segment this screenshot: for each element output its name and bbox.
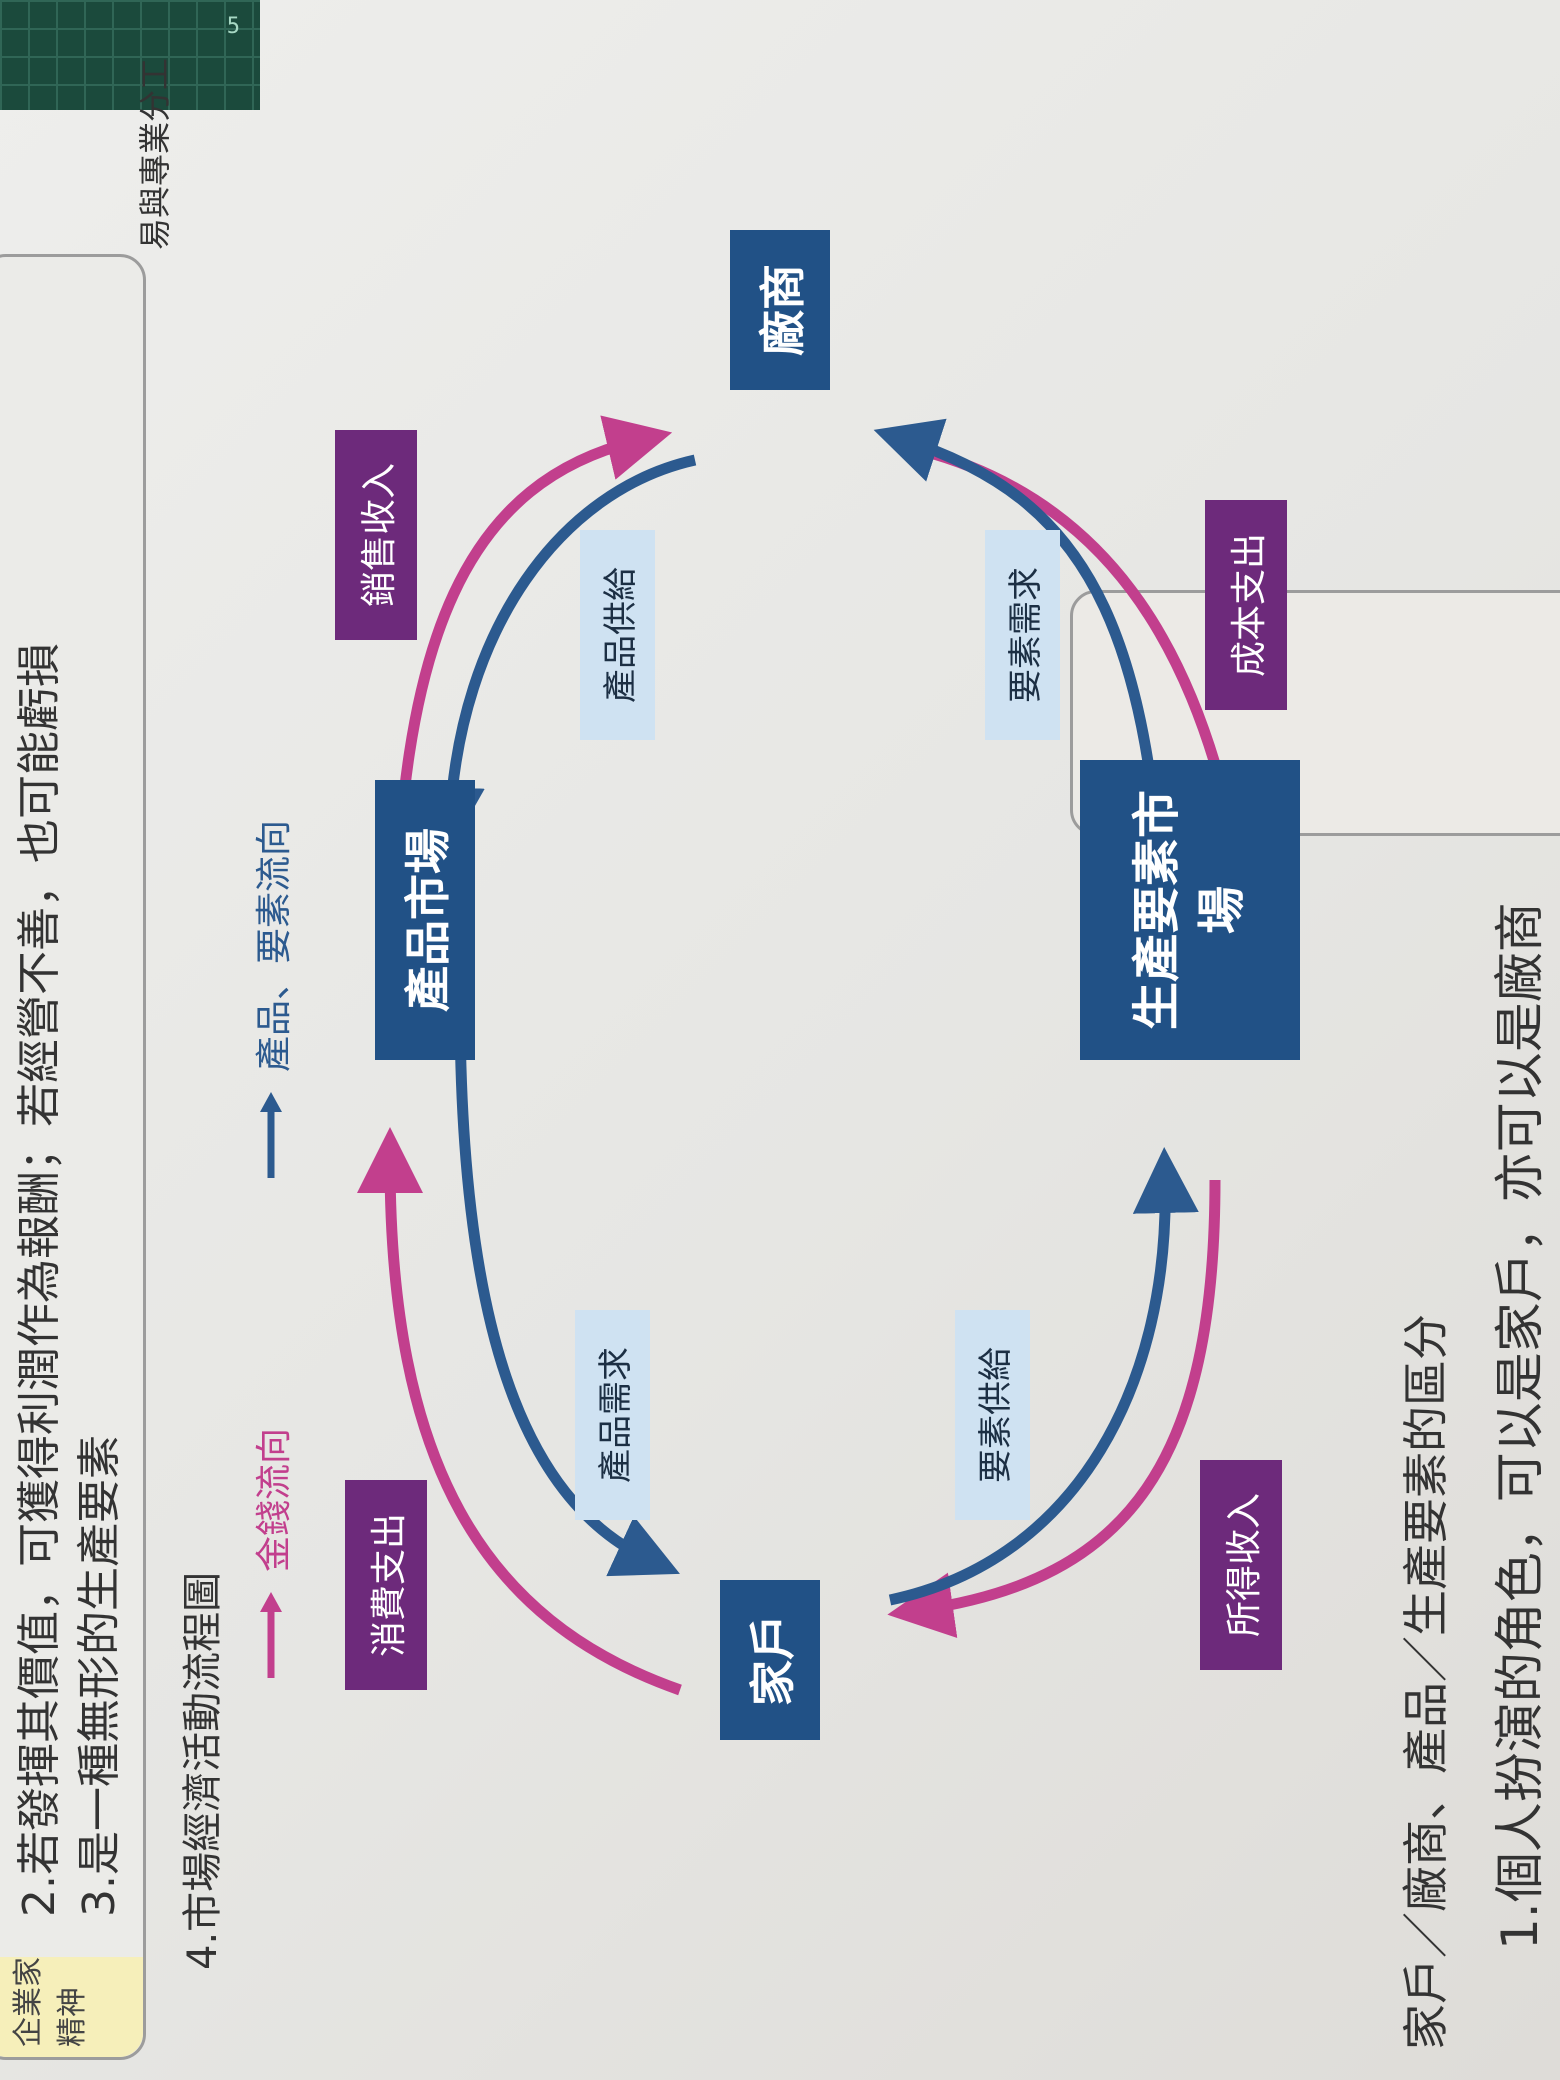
label-product-demand: 產品需求 (575, 1310, 650, 1520)
legend-money: 金錢流向 (245, 1428, 297, 1680)
label-sales-revenue: 銷售收入 (335, 430, 417, 640)
legend-goods: 產品、要素流向 (245, 820, 297, 1180)
arrow-product-supply (418, 454, 697, 853)
arrow-factor-supply (888, 1147, 1199, 1606)
section-point-1: 1.個人扮演的角色，可以是家戶，亦可以是廠商 (1491, 902, 1549, 1950)
cutting-mat: 5 (0, 0, 260, 110)
mat-number: 5 (226, 14, 240, 39)
legend-money-arrow-icon (260, 1592, 282, 1678)
arrow-product-demand (454, 999, 680, 1577)
label-product-supply: 產品供給 (580, 530, 655, 740)
node-firm: 廠商 (730, 230, 830, 390)
arrow-consumption-to-product-market (357, 1127, 682, 1696)
node-household: 家戶 (720, 1580, 820, 1740)
node-product-market: 產品市場 (375, 780, 475, 1060)
node-factor-market: 生產要素市場 (1080, 760, 1300, 1060)
label-income: 所得收入 (1200, 1460, 1282, 1670)
label-consumption: 消費支出 (345, 1480, 427, 1690)
mat-grid (0, 0, 260, 110)
label-factor-demand: 要素需求 (985, 530, 1060, 740)
label-cost: 成本支出 (1205, 500, 1287, 710)
legend-goods-arrow-icon (260, 1092, 282, 1178)
section-heading: 家戶／廠商、產品／生產要素的區分 (1399, 1314, 1453, 2050)
label-factor-supply: 要素供給 (955, 1310, 1030, 1520)
arrow-income (887, 1179, 1221, 1638)
